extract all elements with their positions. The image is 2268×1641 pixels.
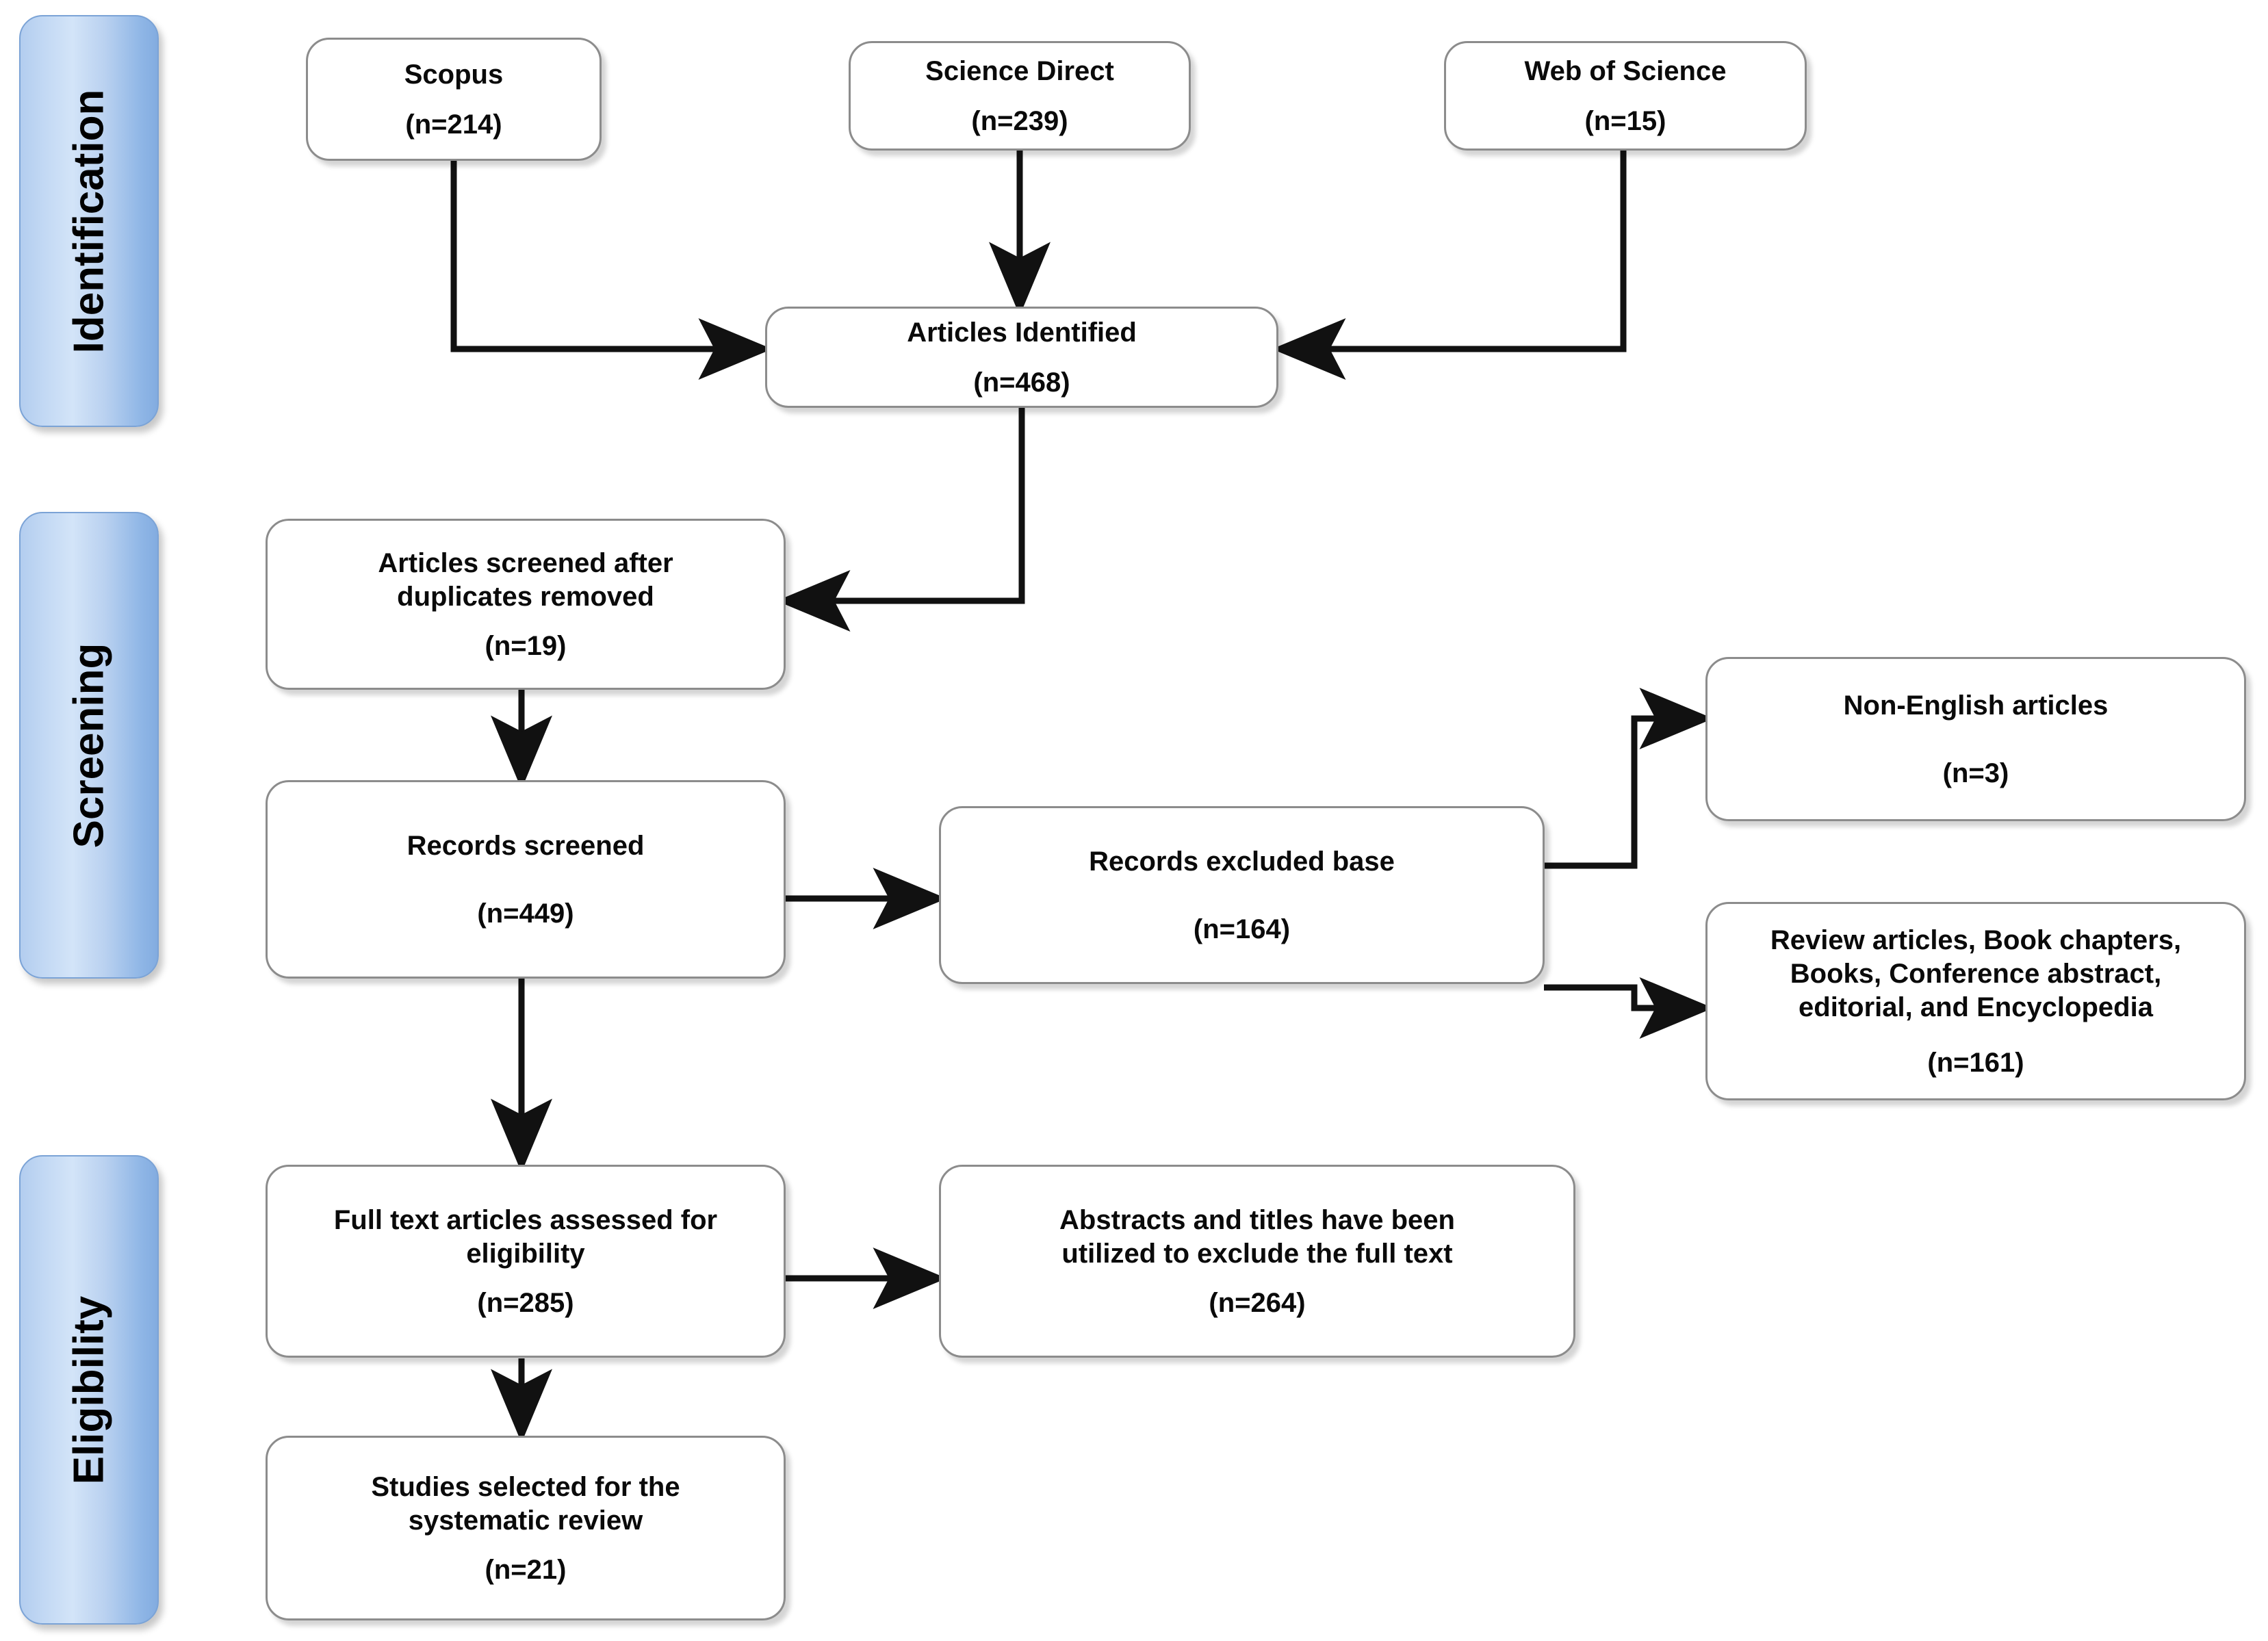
node-review-articles-count: (n=161) xyxy=(1927,1047,2024,1078)
node-records-screened-title: Records screened xyxy=(407,831,645,862)
node-full-text-assessed-title: Full text articles assessed for eligibil… xyxy=(333,1204,718,1269)
node-abstracts-titles-count: (n=264) xyxy=(1209,1288,1306,1319)
node-web-of-science-count: (n=15) xyxy=(1584,105,1666,136)
node-articles-screened-duplicates-count: (n=19) xyxy=(485,631,567,662)
connector-scopus-to-identified xyxy=(450,161,773,380)
phase-bar-screening: Screening xyxy=(19,512,159,979)
node-review-articles-title: Review articles, Book chapters, Books, C… xyxy=(1770,925,2182,1022)
node-web-of-science-title: Web of Science xyxy=(1524,56,1727,87)
node-non-english-count: (n=3) xyxy=(1942,758,2009,788)
node-records-screened[interactable]: Records screened (n=449) xyxy=(266,780,786,979)
node-articles-screened-duplicates-title: Articles screened after duplicates remov… xyxy=(378,547,673,612)
node-articles-identified[interactable]: Articles Identified (n=468) xyxy=(765,307,1278,408)
node-records-excluded-count: (n=164) xyxy=(1193,914,1291,944)
phase-label-screening: Screening xyxy=(65,643,113,848)
node-science-direct-count: (n=239) xyxy=(971,105,1068,136)
node-web-of-science[interactable]: Web of Science (n=15) xyxy=(1444,41,1807,151)
node-non-english[interactable]: Non-English articles (n=3) xyxy=(1705,657,2246,821)
connector-identified-to-duplicates xyxy=(776,405,1025,632)
node-full-text-assessed-count: (n=285) xyxy=(477,1288,574,1319)
node-articles-screened-duplicates[interactable]: Articles screened after duplicates remov… xyxy=(266,519,786,690)
node-full-text-assessed[interactable]: Full text articles assessed for eligibil… xyxy=(266,1165,786,1358)
phase-bar-eligibility: Eligibility xyxy=(19,1155,159,1625)
connector-excluded-to-non-english xyxy=(1544,688,1714,869)
node-articles-identified-count: (n=468) xyxy=(973,367,1070,398)
phase-label-eligibility: Eligibility xyxy=(65,1295,113,1484)
node-studies-selected[interactable]: Studies selected for the systematic revi… xyxy=(266,1436,786,1620)
node-abstracts-titles[interactable]: Abstracts and titles have been utilized … xyxy=(939,1165,1575,1358)
phase-label-identification: Identification xyxy=(65,89,113,353)
node-scopus[interactable]: Scopus (n=214) xyxy=(306,38,602,161)
node-articles-identified-title: Articles Identified xyxy=(907,318,1137,348)
node-scopus-count: (n=214) xyxy=(405,109,502,140)
connector-webofscience-to-identified xyxy=(1272,149,1627,380)
node-review-articles[interactable]: Review articles, Book chapters, Books, C… xyxy=(1705,902,2246,1100)
node-scopus-title: Scopus xyxy=(404,60,504,90)
phase-bar-identification: Identification xyxy=(19,15,159,427)
node-non-english-title: Non-English articles xyxy=(1843,690,2109,721)
connector-excluded-to-review-articles xyxy=(1544,977,1714,1039)
node-records-excluded-title: Records excluded base xyxy=(1089,847,1395,877)
node-science-direct[interactable]: Science Direct (n=239) xyxy=(849,41,1191,151)
node-studies-selected-count: (n=21) xyxy=(485,1555,567,1586)
node-records-screened-count: (n=449) xyxy=(477,898,574,929)
node-abstracts-titles-title: Abstracts and titles have been utilized … xyxy=(1059,1204,1455,1269)
node-studies-selected-title: Studies selected for the systematic revi… xyxy=(371,1471,680,1536)
node-science-direct-title: Science Direct xyxy=(925,56,1114,87)
node-records-excluded[interactable]: Records excluded base (n=164) xyxy=(939,806,1545,984)
